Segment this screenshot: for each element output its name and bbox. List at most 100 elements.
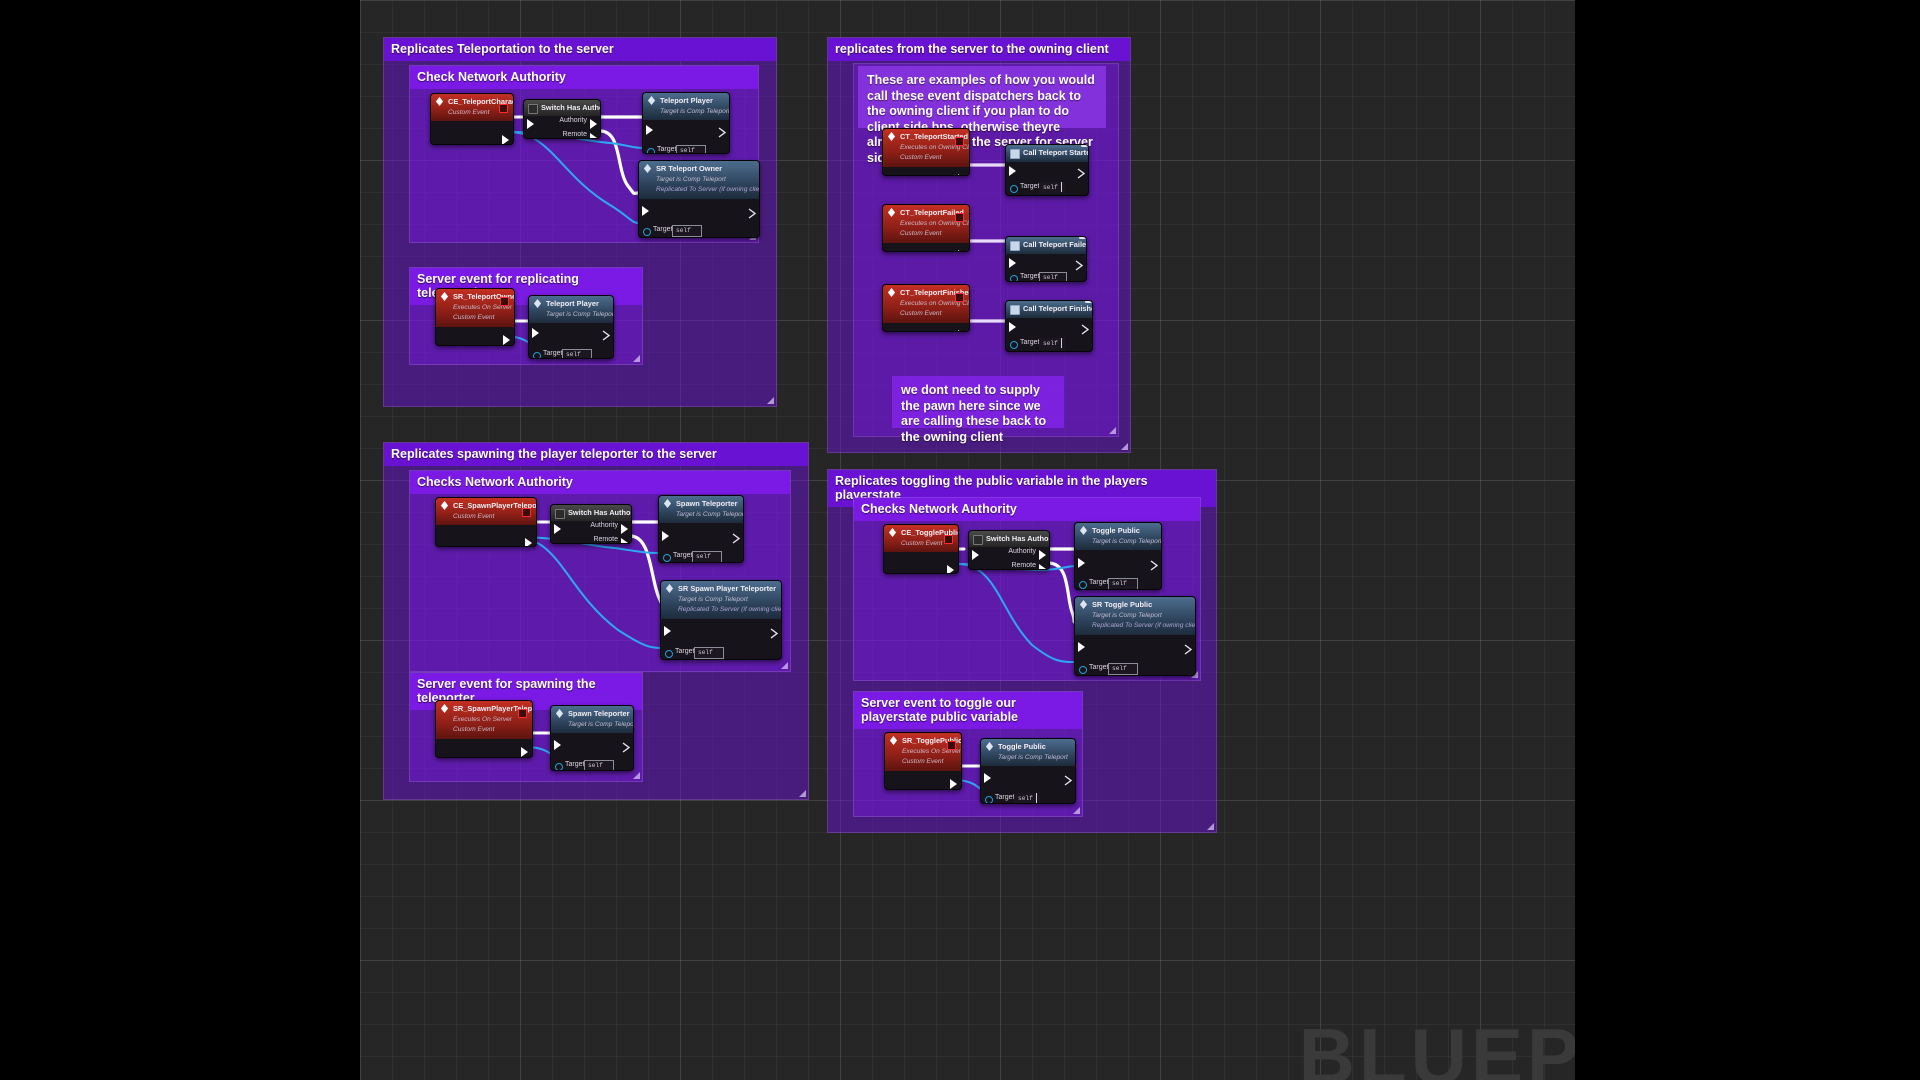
target-value-field[interactable]: self [692,551,722,562]
exec-out-pin[interactable] [525,538,532,546]
data-in-pin-target[interactable] [643,227,651,236]
node-toggle-public-1[interactable]: Toggle Public Target is Comp Teleport Ta… [1074,522,1162,590]
node-sr-spawn-player-teleporter-call[interactable]: SR Spawn Player Teleporter Target is Com… [660,580,782,660]
exec-in-pin[interactable] [1009,165,1016,176]
blueprint-graph-canvas[interactable]: BLUEP Replicates Teleportation to the se… [360,0,1575,1080]
comment-resize-grip[interactable] [767,397,774,404]
target-value-field[interactable]: self [676,145,706,153]
exec-out-pin[interactable] [958,249,965,251]
data-in-pin-target[interactable] [533,352,541,358]
comment-resize-grip[interactable] [1207,823,1214,830]
node-switch-has-authority-2[interactable]: Switch Has Authority Authority Remote [550,504,632,544]
data-in-pin-target[interactable] [665,649,673,658]
node-teleport-player-2[interactable]: Teleport Player Target is Comp Teleport … [528,295,614,359]
exec-out-pin[interactable] [503,334,510,345]
data-in-pin-target[interactable] [985,796,993,803]
target-value-field[interactable]: self [1039,181,1065,194]
exec-out-pin[interactable] [1150,558,1159,576]
exec-out-pin[interactable] [1081,322,1090,340]
exec-in-pin[interactable] [1009,321,1016,332]
exec-out-pin[interactable] [947,565,954,573]
comment-resize-grip[interactable] [633,772,640,779]
node-sr-toggle-public-event[interactable]: SR_TogglePublic Executes On Server Custo… [884,732,962,790]
data-in-pin-target[interactable] [1079,581,1087,589]
data-in-pin-target[interactable] [1010,274,1018,281]
exec-out-pin[interactable] [748,206,757,224]
exec-in-pin[interactable] [646,125,653,135]
node-sr-teleport-owner-event[interactable]: SR_TeleportOwner Executes On Server Cust… [435,288,515,346]
exec-out-pin[interactable] [602,328,611,346]
exec-out-pin-remote[interactable] [1039,563,1046,569]
exec-out-pin-authority[interactable] [621,523,628,534]
comment-resize-grip[interactable] [1073,807,1080,814]
node-switch-has-authority-3[interactable]: Switch Has Authority Authority Remote [968,530,1050,570]
exec-out-pin-remote[interactable] [621,537,628,543]
exec-out-pin[interactable] [622,740,631,758]
target-value-field[interactable]: self [584,760,614,770]
target-value-field[interactable]: self [1014,793,1040,803]
target-value-field[interactable]: self [1039,271,1067,281]
node-call-teleport-started[interactable]: Call Teleport Started Target self Pawn [1005,144,1089,196]
exec-out-pin-authority[interactable] [590,118,597,129]
node-call-teleport-failed[interactable]: Call Teleport Failed Target self Pawn [1005,236,1087,282]
data-in-pin-target[interactable] [1010,184,1018,193]
exec-out-pin[interactable] [1075,258,1084,276]
exec-out-pin[interactable] [770,626,779,644]
comment-resize-grip[interactable] [799,790,806,797]
exec-out-pin[interactable] [521,746,528,757]
target-value-field[interactable]: self [562,349,592,358]
comment-resize-grip[interactable] [781,662,788,669]
target-value-field[interactable]: self [1108,662,1138,675]
target-value-field[interactable]: self [694,646,724,659]
exec-in-pin[interactable] [1078,641,1085,652]
target-value-field[interactable]: self [1108,578,1138,589]
exec-out-pin[interactable] [1184,642,1193,660]
exec-out-pin[interactable] [958,173,965,175]
target-value-field[interactable]: self [672,224,702,237]
node-sr-toggle-public-call[interactable]: SR Toggle Public Target is Comp Teleport… [1074,596,1196,676]
exec-in-pin[interactable] [527,118,534,129]
exec-in-pin[interactable] [554,523,561,534]
data-in-pin-target[interactable] [647,148,655,153]
exec-out-pin[interactable] [1064,773,1073,791]
comment-resize-grip[interactable] [1109,427,1116,434]
data-in-pin-target[interactable] [663,554,671,562]
exec-in-pin[interactable] [1009,257,1016,268]
exec-in-pin[interactable] [532,328,539,338]
target-value-field[interactable]: self [1039,337,1065,350]
exec-out-pin[interactable] [732,531,741,549]
exec-in-pin[interactable] [984,773,991,783]
node-ct-teleport-finished[interactable]: CT_TeleportFinished Executes on Owning C… [882,284,970,332]
exec-in-pin[interactable] [664,625,671,636]
data-in-pin-target[interactable] [1010,340,1018,349]
exec-in-pin[interactable] [1078,558,1085,568]
comment-resize-grip[interactable] [633,355,640,362]
exec-out-pin[interactable] [958,329,965,331]
node-ce-toggle-public[interactable]: CE_TogglePublic Custom Event Player Stat… [883,524,959,574]
exec-out-pin-authority[interactable] [1039,549,1046,560]
exec-in-pin[interactable] [662,531,669,541]
data-in-pin-target[interactable] [555,763,563,770]
exec-out-pin[interactable] [1077,166,1086,184]
node-spawn-teleporter-2[interactable]: Spawn Teleporter Target is Comp Teleport… [550,705,634,771]
node-spawn-teleporter-1[interactable]: Spawn Teleporter Target is Comp Teleport… [658,495,744,563]
exec-in-pin[interactable] [554,740,561,750]
node-switch-has-authority-1[interactable]: Switch Has Authority Authority Remote [523,99,601,139]
node-ct-teleport-failed[interactable]: CT_TeleportFailed Executes on Owning Cli… [882,204,970,252]
node-ce-teleport-character[interactable]: CE_TeleportCharacter Custom Event Telepo… [430,93,514,145]
node-call-teleport-finished[interactable]: Call Teleport Finished Target self Pawn [1005,300,1093,352]
data-in-pin-target[interactable] [1079,665,1087,674]
node-sr-teleport-owner-call[interactable]: SR Teleport Owner Target is Comp Telepor… [638,160,760,238]
node-ct-teleport-started[interactable]: CT_TeleportStarted Executes on Owning Cl… [882,128,970,176]
node-teleport-player-1[interactable]: Teleport Player Target is Comp Teleport … [642,92,730,154]
note-dispatchers[interactable]: These are examples of how you would call… [858,66,1106,165]
exec-in-pin[interactable] [642,205,649,216]
note-pawn[interactable]: we dont need to supply the pawn here sin… [892,376,1064,444]
exec-out-pin-remote[interactable] [590,132,597,138]
exec-out-pin[interactable] [718,125,727,143]
exec-out-pin[interactable] [950,778,957,789]
exec-out-pin[interactable] [502,135,509,144]
node-toggle-public-2[interactable]: Toggle Public Target is Comp Teleport Ta… [980,738,1076,804]
